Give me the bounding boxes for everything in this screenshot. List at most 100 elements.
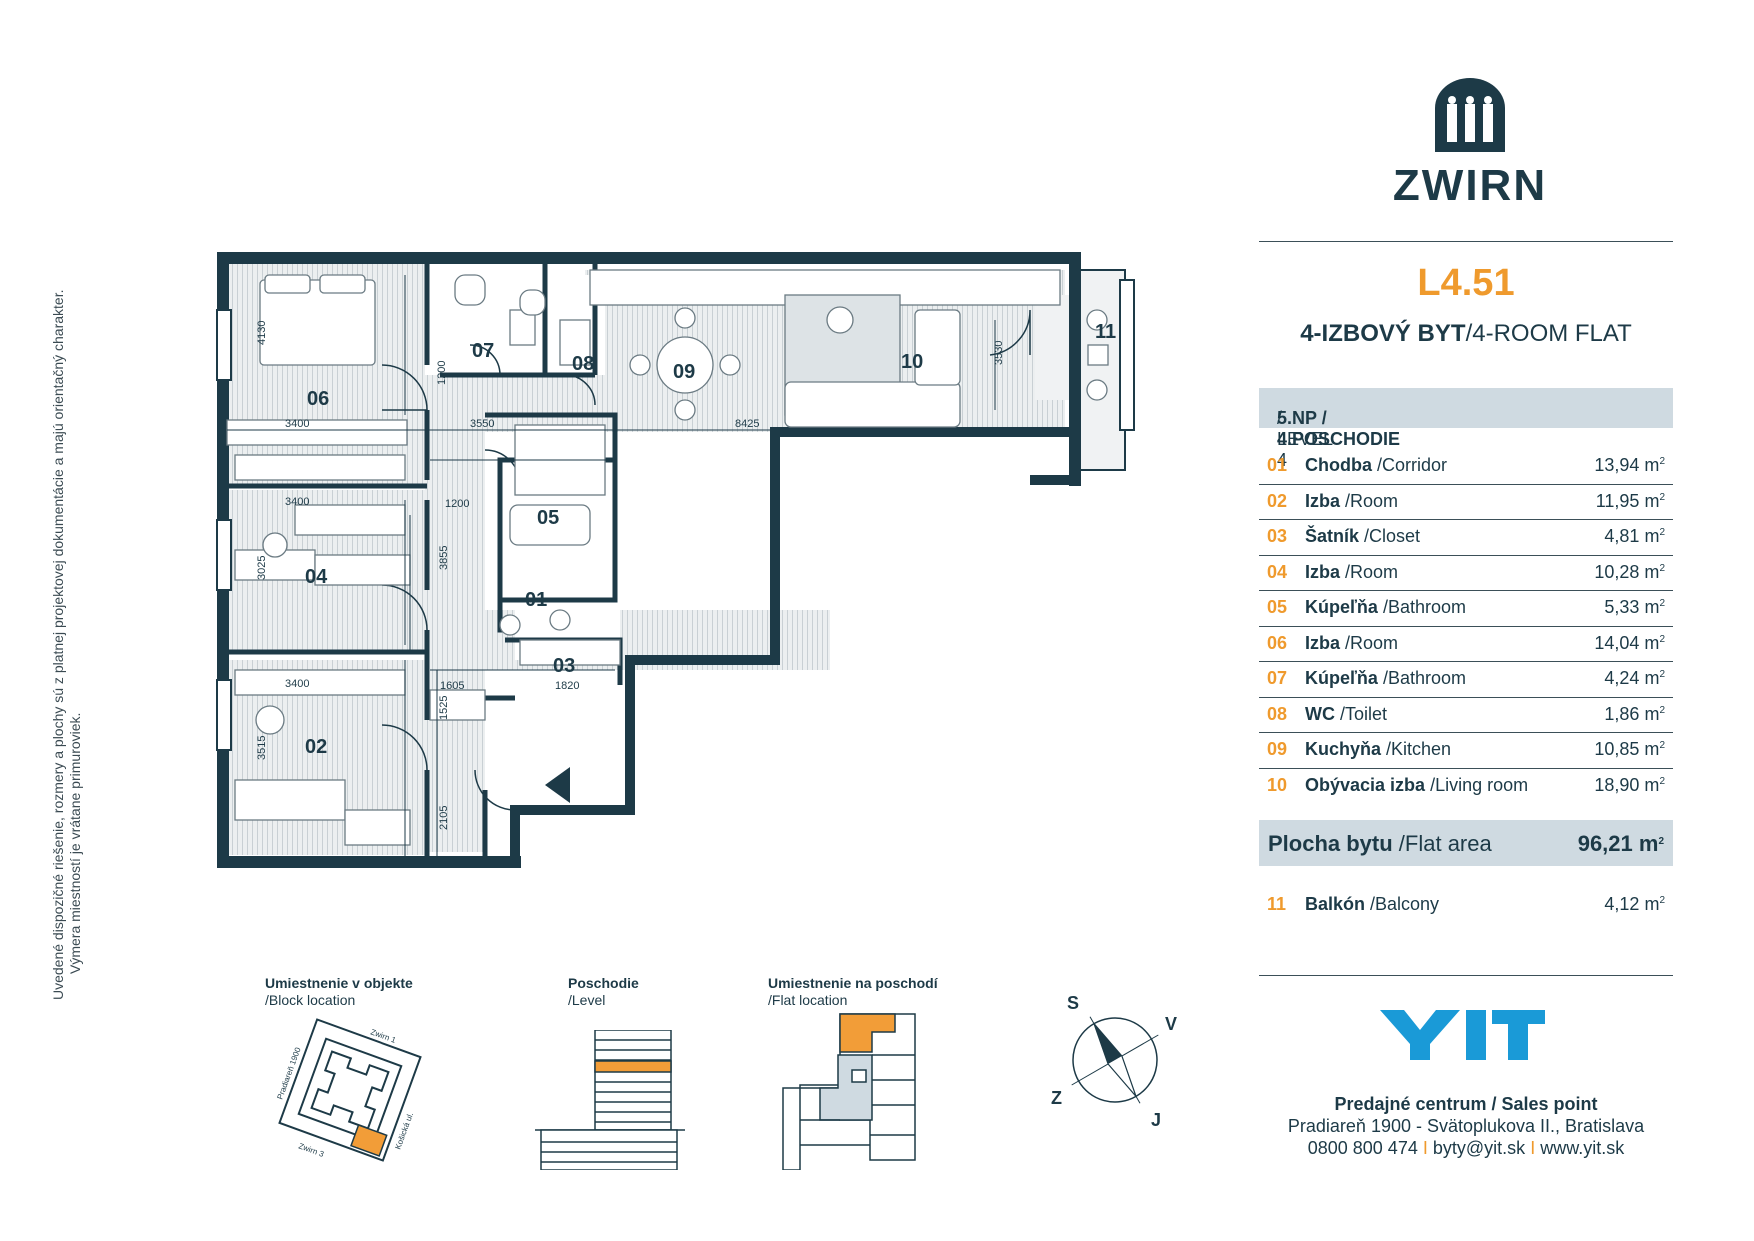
room-area: 10,85 m2 xyxy=(1594,739,1665,760)
sales-contacts: 0800 800 474 I byty@yit.sk I www.yit.sk xyxy=(1259,1137,1673,1159)
compass-west: Z xyxy=(1051,1088,1062,1108)
room-name: Izba /Room xyxy=(1305,633,1398,654)
room-row: 06 Izba /Room 14,04 m2 xyxy=(1259,627,1673,662)
room-area-number: 10,85 m xyxy=(1594,739,1660,759)
dim-3550: 3550 xyxy=(470,418,494,430)
area-sup: 2 xyxy=(1659,775,1665,787)
dim-1820: 1820 xyxy=(555,680,579,692)
divider-top xyxy=(1259,241,1673,242)
room-name: Izba /Room xyxy=(1305,562,1398,583)
room-area-number: 14,04 m xyxy=(1594,632,1660,653)
sales-address: Pradiareň 1900 - Svätoplukova II., Brati… xyxy=(1287,1116,1645,1136)
room-label-06: 06 xyxy=(307,388,329,410)
compass-south: J xyxy=(1151,1110,1161,1130)
room-name-en: /Corridor xyxy=(1372,455,1448,475)
flat-location-diagram xyxy=(782,1013,916,1170)
compass-north: S xyxy=(1067,993,1079,1013)
street-zwirn3: Zwirn 3 xyxy=(297,1141,325,1159)
room-num: 08 xyxy=(1267,703,1288,724)
room-label-11: 11 xyxy=(1095,321,1116,343)
room-num: 05 xyxy=(1267,597,1288,617)
room-area-number: 1,86 m xyxy=(1604,703,1660,724)
zwirn-logo: ZWIRN xyxy=(1380,78,1560,211)
dim-3515: 3515 xyxy=(256,736,268,760)
room-num: 03 xyxy=(1267,526,1288,546)
room-label-09: 09 xyxy=(673,361,695,383)
room-name-sk: Chodba xyxy=(1305,455,1372,475)
area-sup: 2 xyxy=(1659,669,1665,680)
flat-type-en: /4-ROOM FLAT xyxy=(1465,320,1632,347)
caption-level-en: /Level xyxy=(568,992,606,1008)
room-label-07: 07 xyxy=(472,340,494,362)
room-name-en: /Closet xyxy=(1359,526,1421,546)
level-sk: 5.NP / 4.POSCHODIE xyxy=(1277,408,1401,449)
room-name-en: /Bathroom xyxy=(1377,597,1466,617)
disclaimer: Uvedené dispozičné riešenie, rozmery a p… xyxy=(50,240,84,1001)
sales-web[interactable]: www.yit.sk xyxy=(1540,1138,1625,1158)
room-label-03: 03 xyxy=(553,655,575,677)
room-name: WC /Toilet xyxy=(1305,704,1387,725)
room-row: 03 Šatník /Closet 4,81 m2 xyxy=(1259,520,1673,556)
area-sup: 2 xyxy=(1659,491,1665,503)
dim-1525: 1525 xyxy=(438,696,450,720)
area-sup: 2 xyxy=(1659,456,1665,467)
room-num: 06 xyxy=(1267,632,1288,653)
level-en: / LEVEL 4 xyxy=(1277,408,1333,470)
compass-east: V xyxy=(1165,1014,1177,1034)
room-area-number: 18,90 m xyxy=(1594,774,1660,795)
room-name-sk: Izba xyxy=(1305,561,1341,582)
room-area: 10,28 m2 xyxy=(1594,562,1665,583)
compass: S V J Z xyxy=(1051,993,1177,1130)
flat-area-en: /Flat area xyxy=(1392,831,1492,856)
area-sup: 2 xyxy=(1659,740,1665,751)
sales-sep-2: I xyxy=(1530,1138,1536,1158)
room-name-sk: Kúpeľňa xyxy=(1305,668,1378,688)
room-name-sk: Kúpeľňa xyxy=(1305,597,1378,617)
flat-type-sk: 4-IZBOVÝ BYT xyxy=(1300,320,1466,347)
dim-3025: 3025 xyxy=(256,556,268,580)
area-sup: 2 xyxy=(1659,895,1665,906)
room-name-en: /Room xyxy=(1340,490,1399,511)
room-num: 01 xyxy=(1267,455,1288,475)
room-label-01: 01 xyxy=(525,589,547,611)
flat-area-value: 96,21 m2 xyxy=(1578,831,1664,857)
room-name-sk: WC xyxy=(1305,703,1335,724)
balcony-sk: Balkón xyxy=(1305,894,1366,914)
compass-needle-icon xyxy=(1094,1023,1122,1064)
area-sup: 2 xyxy=(1659,633,1665,645)
dim-4130: 4130 xyxy=(256,321,268,345)
flat-area-bar: Plocha bytu /Flat area 96,21 m2 xyxy=(1259,820,1673,866)
room-name-en: /Toilet xyxy=(1335,703,1388,724)
room-name-sk: Šatník xyxy=(1305,526,1360,546)
room-area: 18,90 m2 xyxy=(1594,775,1665,796)
balcony-area: 4,12 m2 xyxy=(1604,894,1665,915)
room-name: Šatník /Closet xyxy=(1305,526,1420,547)
dim-3400-top: 3400 xyxy=(285,418,309,430)
sales-email[interactable]: byty@yit.sk xyxy=(1432,1138,1526,1158)
room-name-sk: Izba xyxy=(1305,490,1341,511)
room-label-05: 05 xyxy=(537,507,559,529)
room-area-number: 4,24 m xyxy=(1604,668,1660,688)
divider-bottom xyxy=(1259,975,1673,976)
room-name: Chodba /Corridor xyxy=(1305,455,1447,476)
room-area-number: 4,81 m xyxy=(1604,526,1660,546)
room-label-04: 04 xyxy=(305,566,328,588)
room-area: 4,81 m2 xyxy=(1604,526,1665,547)
dim-1200-top: 1200 xyxy=(436,361,448,385)
room-label-10: 10 xyxy=(901,351,923,373)
caption-block-en: /Block location xyxy=(265,992,356,1008)
area-sup: 2 xyxy=(1658,836,1664,847)
room-area-number: 10,28 m xyxy=(1594,561,1660,582)
caption-level-sk: Poschodie xyxy=(568,975,639,991)
dim-3400-mid: 3400 xyxy=(285,496,309,508)
disclaimer-line-2: Výmera miestností je vrátane primuroviek… xyxy=(67,712,83,974)
area-sup: 2 xyxy=(1659,704,1665,716)
sales-phone[interactable]: 0800 800 474 xyxy=(1307,1138,1418,1158)
room-num: 04 xyxy=(1267,561,1288,582)
